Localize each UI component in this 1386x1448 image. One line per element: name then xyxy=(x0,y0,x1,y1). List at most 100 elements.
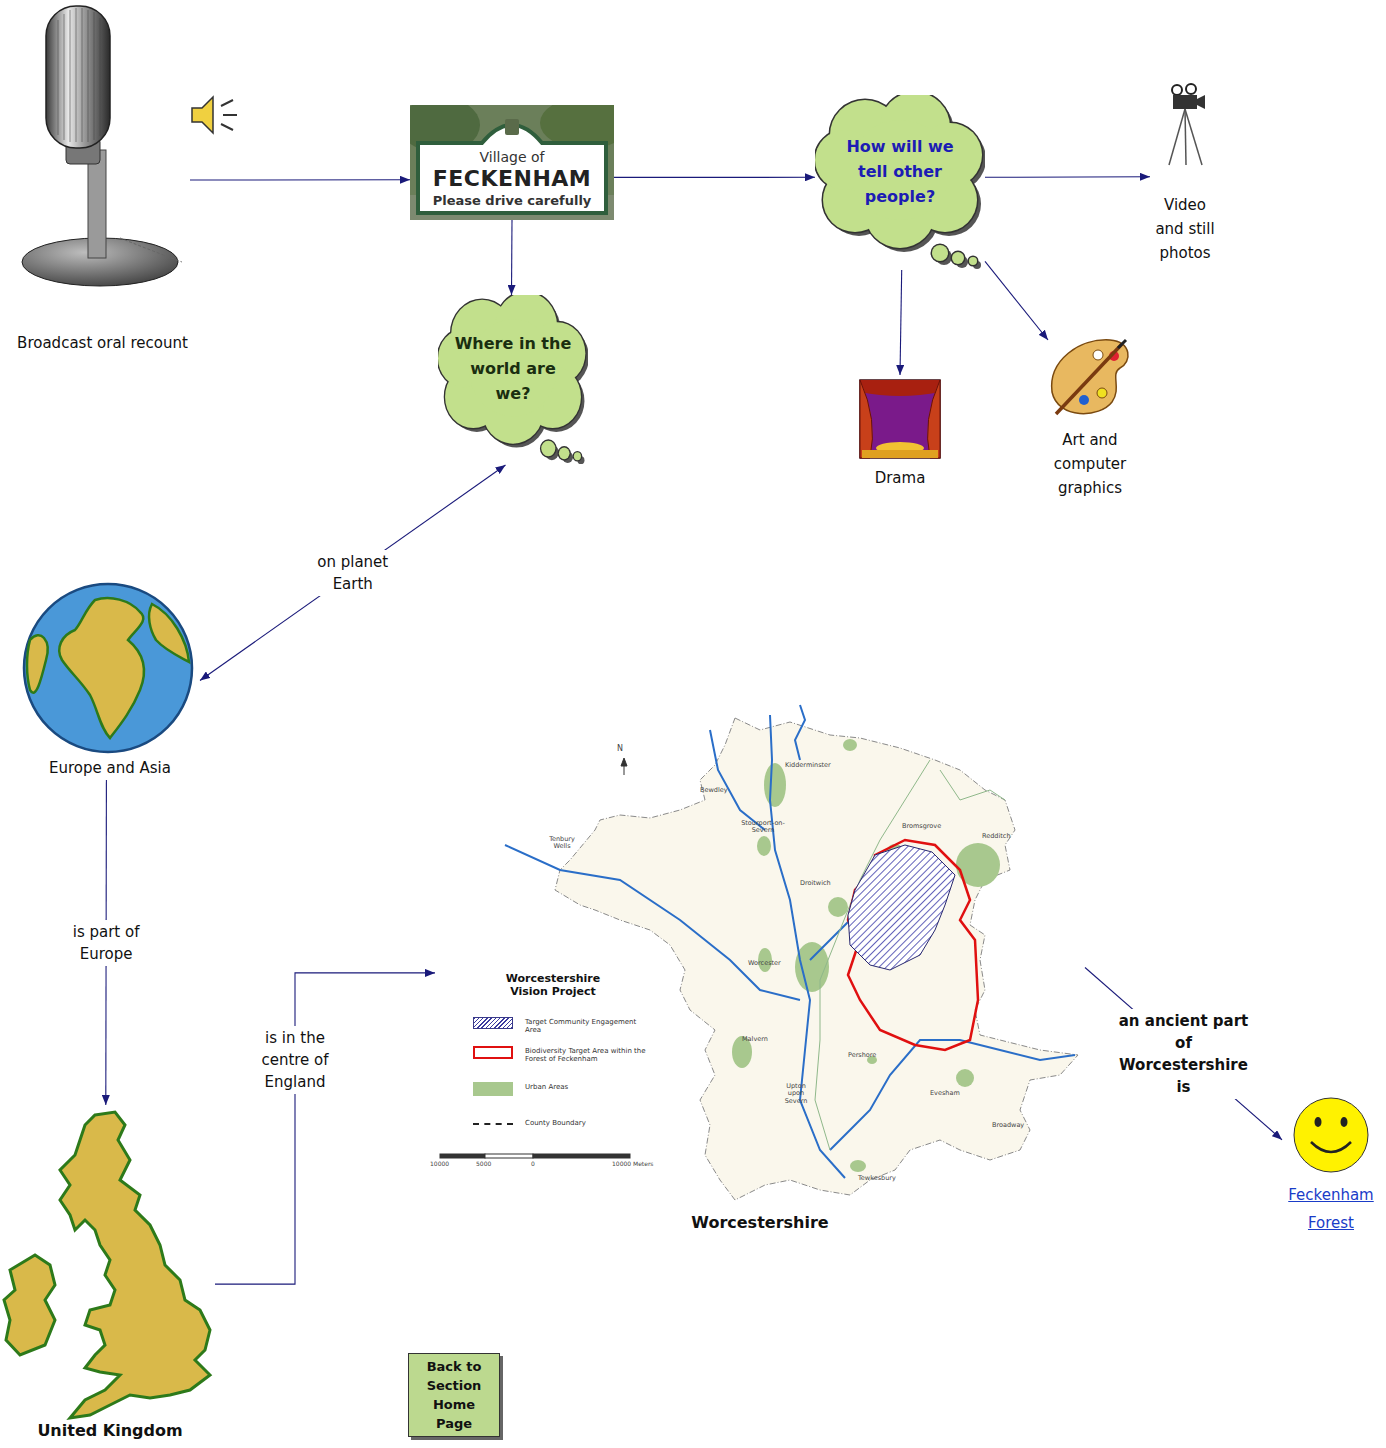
cloud-outline xyxy=(541,441,555,457)
camera-tripod xyxy=(1169,109,1185,165)
microphone-picture xyxy=(88,150,106,258)
camera-tripod xyxy=(1169,84,1205,165)
camera-tripod xyxy=(1172,85,1182,95)
road-sign xyxy=(505,119,519,135)
palette-picture xyxy=(1052,340,1128,414)
edge-label: on planet Earth xyxy=(305,550,401,596)
town-label: Evesham xyxy=(930,1090,960,1097)
smiley-face xyxy=(1315,1117,1322,1127)
legend-text: Target Community Engagement Area xyxy=(525,1018,653,1034)
worcestershire-map xyxy=(440,1154,485,1158)
label-box: 10000 xyxy=(430,1161,449,1168)
label-box: 5000 xyxy=(476,1161,491,1168)
palette-picture xyxy=(1056,344,1122,414)
speaker-icon xyxy=(223,114,237,116)
text-area: Village ofFECKENHAMPlease drive carefull… xyxy=(420,145,604,212)
node-text: Drama xyxy=(875,466,926,490)
microphone-picture xyxy=(120,238,182,262)
microphone-picture xyxy=(64,14,65,140)
uk-concept: United Kingdom xyxy=(5,1105,215,1443)
cloud-outline xyxy=(559,448,570,460)
connector-arrow xyxy=(215,973,435,1284)
node-text: Art and computer graphics xyxy=(1040,428,1140,500)
legend-entry: County Boundary xyxy=(525,1119,653,1127)
united-kingdom-picture xyxy=(4,1255,55,1355)
worcestershire-map xyxy=(440,1154,630,1158)
microphone-picture xyxy=(82,8,83,142)
theatre-picture xyxy=(860,380,940,458)
village-sign: Village ofFECKENHAMPlease drive carefull… xyxy=(410,105,614,220)
worcestershire-map xyxy=(795,942,829,992)
worcestershire-map xyxy=(795,705,805,760)
worcestershire-map xyxy=(830,1040,1075,1150)
label-box: Kidderminster xyxy=(785,762,831,769)
town-label: Redditch xyxy=(982,833,1011,840)
united-kingdom-picture xyxy=(60,1112,210,1418)
label-box: Malvern xyxy=(742,1036,768,1043)
node-text: United Kingdom xyxy=(37,1419,182,1443)
edge-label-box: an ancient part of Worcestershire is xyxy=(1109,1009,1259,1099)
microphone-picture xyxy=(94,12,95,140)
worcestershire-map xyxy=(843,739,857,751)
globe-concept: Europe and Asia xyxy=(20,585,200,780)
scale-number: 5000 xyxy=(476,1161,491,1168)
worcestershire-map xyxy=(440,705,1078,1200)
label-box: Worcester xyxy=(748,960,781,967)
label-box: Tenbury Wells xyxy=(545,836,579,851)
connector-arrow xyxy=(1085,968,1282,1140)
edge-label-box: is part of Europe xyxy=(58,920,154,966)
cloud-outline xyxy=(574,452,581,460)
microphone-picture xyxy=(22,6,182,286)
connector-arrow xyxy=(614,177,815,178)
worcestershire-map xyxy=(940,770,1005,800)
node-text: Please drive carefully xyxy=(433,192,592,209)
connector-arrow xyxy=(511,220,513,295)
label-box: Stourport-on-Severn xyxy=(738,820,788,835)
edge-label-box: on planet Earth xyxy=(305,550,401,596)
cloud-outline xyxy=(815,95,982,265)
smiley-face xyxy=(1294,1098,1368,1172)
theatre-picture xyxy=(860,380,940,458)
globe-picture xyxy=(149,604,189,662)
drama-concept: Drama xyxy=(855,375,945,490)
speaker-icon xyxy=(221,124,233,130)
worcestershire-map xyxy=(732,739,1000,1172)
theatre-picture xyxy=(860,380,872,458)
town-label: Bewdley xyxy=(700,787,728,794)
thought-cloud: How will we tell other people? xyxy=(815,95,985,270)
worcestershire-map xyxy=(850,1160,866,1172)
camera-tripod xyxy=(1173,95,1197,109)
microphone-picture xyxy=(76,8,77,142)
town-label: Stourport-on-Severn xyxy=(738,820,788,835)
label-box: Broadway xyxy=(992,1122,1024,1129)
town-label: Tenbury Wells xyxy=(545,836,579,851)
globe-picture xyxy=(24,584,192,752)
theatre-picture xyxy=(862,450,938,458)
microphone-picture xyxy=(58,20,59,135)
worcestershire-map xyxy=(848,840,978,1050)
palette-picture xyxy=(1093,350,1103,360)
palette-picture xyxy=(1052,340,1128,414)
node-text: Back to Section Home Page xyxy=(413,1357,495,1433)
node-text: Video and still photos xyxy=(1150,193,1220,265)
speaker-icon xyxy=(192,97,237,133)
smiley-face xyxy=(1341,1117,1348,1127)
camera-tripod xyxy=(1186,84,1196,94)
label-box: Tewkesbury xyxy=(858,1175,896,1182)
theatre-picture xyxy=(928,380,940,458)
cloud-outline xyxy=(952,252,964,264)
node-text: Europe and Asia xyxy=(49,756,171,780)
microphone-picture xyxy=(70,10,71,142)
town-label: Droitwich xyxy=(800,880,831,887)
north-label: N xyxy=(617,744,623,753)
microphone-picture xyxy=(58,8,100,142)
worcestershire-map xyxy=(555,718,1078,1200)
microphone-picture xyxy=(88,10,89,142)
connector-arrow xyxy=(900,270,902,375)
worcestershire-map xyxy=(533,1154,630,1158)
label-box: Worcestershire Vision Project xyxy=(487,973,619,998)
town-label: Worcester xyxy=(748,960,781,967)
town-label: Tewkesbury xyxy=(858,1175,896,1182)
node-text: Worcestershire xyxy=(691,1211,828,1235)
label-box: 10000 Meters xyxy=(612,1161,654,1168)
